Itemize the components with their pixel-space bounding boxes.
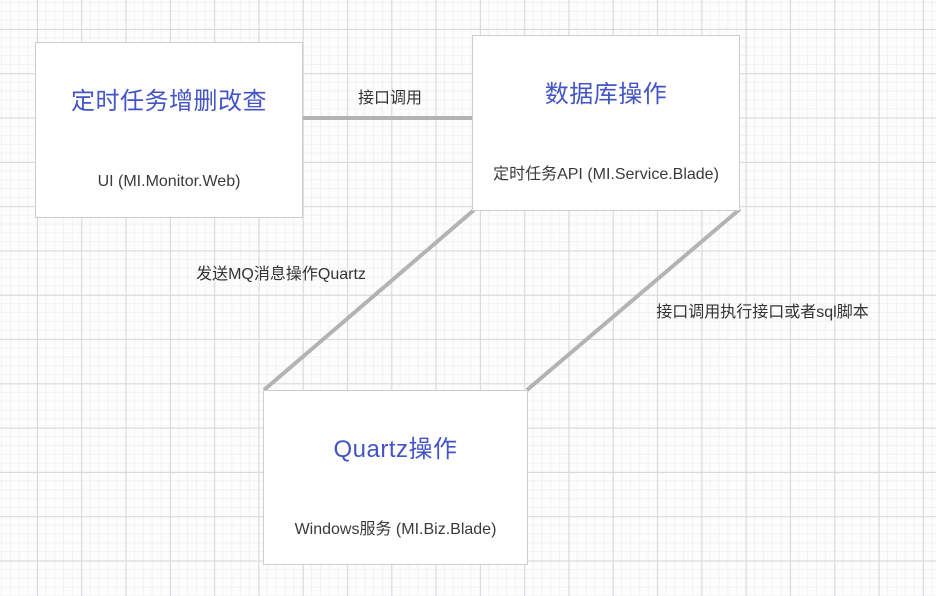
node-title: Quartz操作 [333, 436, 458, 463]
node-subtitle: UI (MI.Monitor.Web) [97, 173, 241, 190]
node-scheduled-task-crud[interactable]: 定时任务增删改查 UI (MI.Monitor.Web) [35, 42, 303, 218]
edge-db-quartz-mq-line[interactable] [262, 208, 476, 392]
edge-db-quartz-api-line[interactable] [525, 207, 742, 392]
edge-label-api-call[interactable]: 接口调用 [357, 90, 422, 107]
node-title: 数据库操作 [544, 81, 668, 108]
edge-label-api-or-sql[interactable]: 接口调用执行接口或者sql脚本 [656, 304, 869, 321]
node-subtitle: Windows服务 (MI.Biz.Blade) [294, 521, 497, 538]
edge-label-mq-message[interactable]: 发送MQ消息操作Quartz [196, 266, 366, 283]
node-title: 定时任务增删改查 [71, 88, 267, 115]
node-subtitle: 定时任务API (MI.Service.Blade) [493, 166, 719, 183]
node-database-operation[interactable]: 数据库操作 定时任务API (MI.Service.Blade) [472, 35, 740, 211]
node-quartz-operation[interactable]: Quartz操作 Windows服务 (MI.Biz.Blade) [263, 390, 528, 565]
